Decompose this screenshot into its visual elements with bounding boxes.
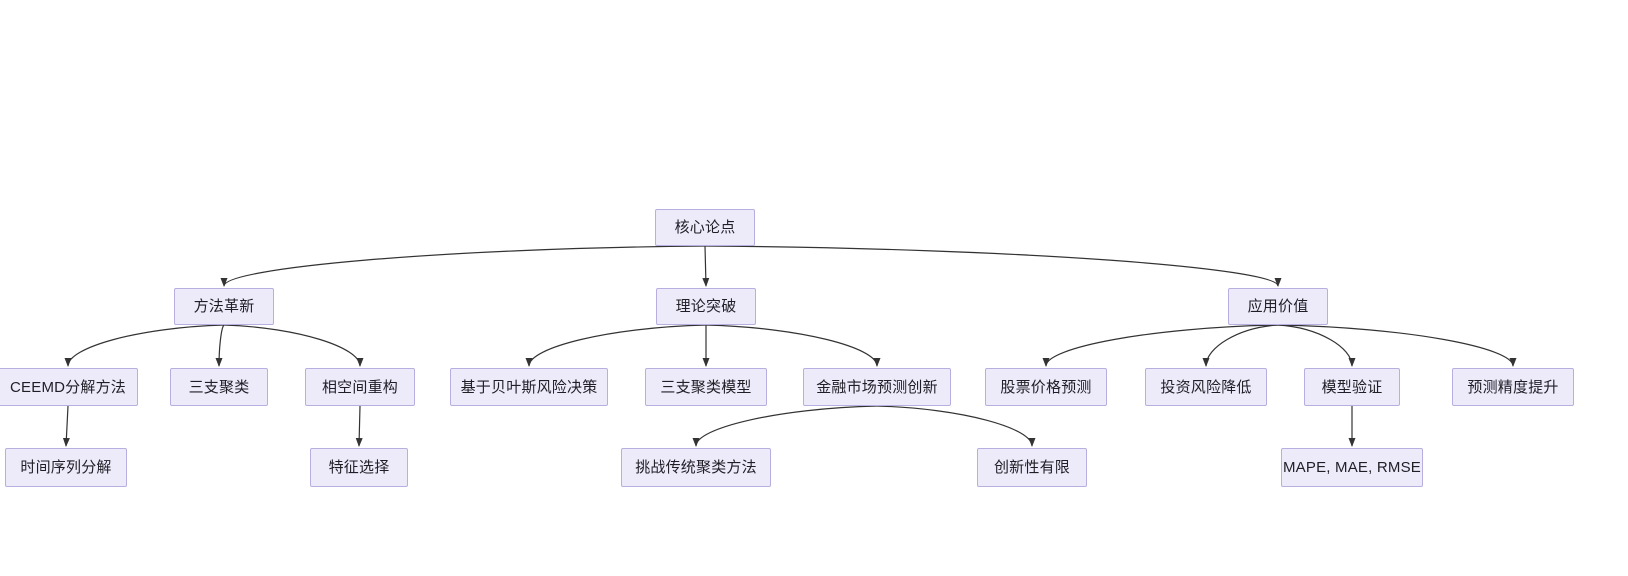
node-n14[interactable]: 时间序列分解 xyxy=(5,448,127,487)
node-label: 三支聚类模型 xyxy=(660,378,752,396)
node-label: MAPE, MAE, RMSE xyxy=(1282,459,1422,476)
node-label: CEEMD分解方法 xyxy=(10,378,126,396)
node-n5[interactable]: 三支聚类 xyxy=(170,368,268,406)
edge-n2-to-n7 xyxy=(525,324,707,367)
node-label: 相空间重构 xyxy=(321,378,398,396)
edge-n1-to-n5 xyxy=(215,324,225,367)
node-n2[interactable]: 理论突破 xyxy=(656,288,756,325)
node-label: 挑战传统聚类方法 xyxy=(635,459,757,476)
node-label: 金融市场预测创新 xyxy=(816,378,938,396)
edge-n3-to-n13 xyxy=(1277,324,1517,367)
node-n18[interactable]: MAPE, MAE, RMSE xyxy=(1281,448,1423,487)
node-label: 投资风险降低 xyxy=(1160,378,1252,396)
edge-n1-to-n4 xyxy=(64,324,225,367)
node-n16[interactable]: 挑战传统聚类方法 xyxy=(621,448,771,487)
edge-n1-to-n6 xyxy=(223,324,364,367)
edge-n0-to-n3 xyxy=(704,245,1282,287)
node-label: 股票价格预测 xyxy=(1000,378,1092,396)
node-n12[interactable]: 模型验证 xyxy=(1304,368,1400,406)
node-n7[interactable]: 基于贝叶斯风险决策 xyxy=(450,368,608,406)
node-n9[interactable]: 金融市场预测创新 xyxy=(803,368,951,406)
edge-n6-to-n15 xyxy=(355,405,363,447)
node-label: 时间序列分解 xyxy=(20,459,112,476)
edge-n4-to-n14 xyxy=(62,405,70,447)
node-label: 核心论点 xyxy=(674,219,736,236)
edge-n0-to-n1 xyxy=(220,245,706,287)
node-label: 特征选择 xyxy=(328,459,390,476)
node-n4[interactable]: CEEMD分解方法 xyxy=(0,368,138,406)
node-label: 基于贝叶斯风险决策 xyxy=(460,378,598,396)
edge-n2-to-n9 xyxy=(705,324,881,367)
node-n6[interactable]: 相空间重构 xyxy=(305,368,415,406)
edge-n9-to-n16 xyxy=(692,405,878,447)
edge-n3-to-n10 xyxy=(1042,324,1279,367)
node-n11[interactable]: 投资风险降低 xyxy=(1145,368,1267,406)
node-n13[interactable]: 预测精度提升 xyxy=(1452,368,1574,406)
node-label: 预测精度提升 xyxy=(1467,378,1559,396)
node-label: 应用价值 xyxy=(1247,298,1309,315)
edge-n9-to-n17 xyxy=(876,405,1036,447)
node-n1[interactable]: 方法革新 xyxy=(174,288,274,325)
node-n15[interactable]: 特征选择 xyxy=(310,448,408,487)
edge-n0-to-n2 xyxy=(702,245,710,287)
node-n17[interactable]: 创新性有限 xyxy=(977,448,1087,487)
node-label: 模型验证 xyxy=(1321,378,1383,396)
node-label: 方法革新 xyxy=(193,298,255,315)
node-label: 三支聚类 xyxy=(188,378,250,396)
node-n8[interactable]: 三支聚类模型 xyxy=(645,368,767,406)
node-n10[interactable]: 股票价格预测 xyxy=(985,368,1107,406)
edge-n3-to-n12 xyxy=(1277,324,1356,367)
node-label: 理论突破 xyxy=(675,298,737,315)
node-n3[interactable]: 应用价值 xyxy=(1228,288,1328,325)
node-n0[interactable]: 核心论点 xyxy=(655,209,755,246)
node-label: 创新性有限 xyxy=(993,459,1070,476)
edge-n3-to-n11 xyxy=(1202,324,1279,367)
